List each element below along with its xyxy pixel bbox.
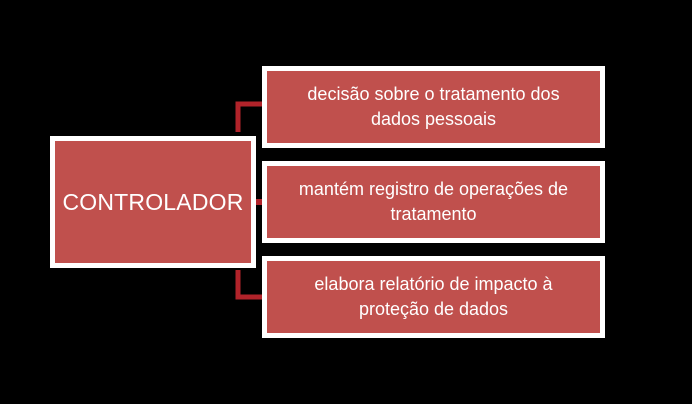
connector-to-child-0 bbox=[235, 101, 262, 132]
child-box-decisao: decisão sobre o tratamento dos dados pes… bbox=[262, 66, 605, 148]
controlador-box: CONTROLADOR bbox=[50, 136, 256, 268]
child-label-registro: mantém registro de operações de tratamen… bbox=[298, 179, 569, 224]
connector-to-child-2 bbox=[235, 270, 262, 300]
child-box-relatorio: elabora relatório de impacto à proteção … bbox=[262, 256, 605, 338]
controlador-label: CONTROLADOR bbox=[62, 188, 244, 215]
child-label-decisao: decisão sobre o tratamento dos dados pes… bbox=[307, 84, 560, 129]
child-box-registro: mantém registro de operações de tratamen… bbox=[262, 161, 605, 243]
child-label-relatorio: elabora relatório de impacto à proteção … bbox=[314, 274, 553, 319]
